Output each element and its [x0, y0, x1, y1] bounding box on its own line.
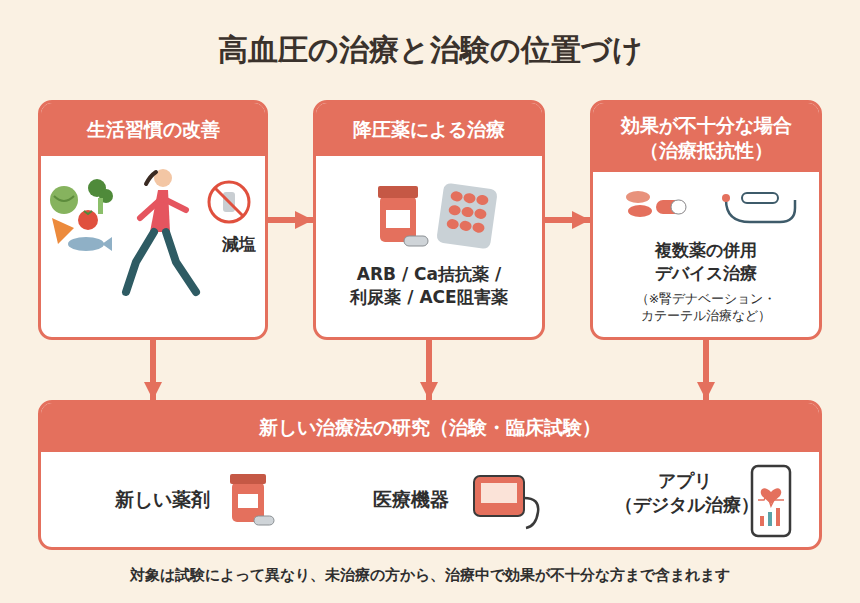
box-text: アプリ （デジタル治療） — [615, 469, 755, 518]
box-heading: 新しい治療法の研究（治験・臨床試験） — [259, 415, 601, 440]
box-heading: 降圧薬による治療 — [353, 117, 505, 142]
box-text: （※腎デナベーション・ カテーテル治療など） — [625, 291, 787, 325]
box-text: 減塩 — [209, 233, 268, 256]
research-panel: 新しい治療法の研究（治験・臨床試験） 新しい薬剤 医療機器 アプリ （デジタル治療） — [38, 400, 822, 550]
flow-arrow — [426, 340, 432, 400]
header-band: 効果が不十分な場合 （治療抵抗性） — [593, 103, 819, 172]
treatment-step-box: 降圧薬による治療 ARB / Ca拮抗薬 / 利尿薬 / ACE阻害薬 — [313, 100, 545, 340]
treatment-step-box: 効果が不十分な場合 （治療抵抗性） 複数薬の併用 デバイス治療 （※腎デナベーション… — [590, 100, 822, 340]
diagram-title: 高血圧の治療と治験の位置づけ — [0, 30, 860, 71]
header-band: 生活習慣の改善 — [41, 103, 265, 156]
flow-arrow — [268, 217, 313, 223]
box-text: 医療機器 — [363, 487, 459, 513]
flow-arrow — [545, 217, 590, 223]
box-heading: 効果が不十分な場合 （治療抵抗性） — [600, 113, 812, 162]
diagram-caption: 対象は試験によって異なり、未治療の方から、治療中で効果が不十分な方まで含まれます — [0, 566, 860, 585]
flow-arrow — [703, 340, 709, 400]
header-band: 降圧薬による治療 — [316, 103, 542, 156]
box-text: 新しい薬剤 — [99, 487, 225, 513]
box-heading: 生活習慣の改善 — [87, 117, 220, 142]
treatment-step-box: 生活習慣の改善減塩 — [38, 100, 268, 340]
header-band: 新しい治療法の研究（治験・臨床試験） — [41, 403, 819, 452]
box-text: 複数薬の併用 デバイス治療 — [631, 239, 781, 285]
flow-arrow — [150, 340, 156, 400]
box-text: ARB / Ca拮抗薬 / 利尿薬 / ACE阻害薬 — [336, 263, 522, 309]
